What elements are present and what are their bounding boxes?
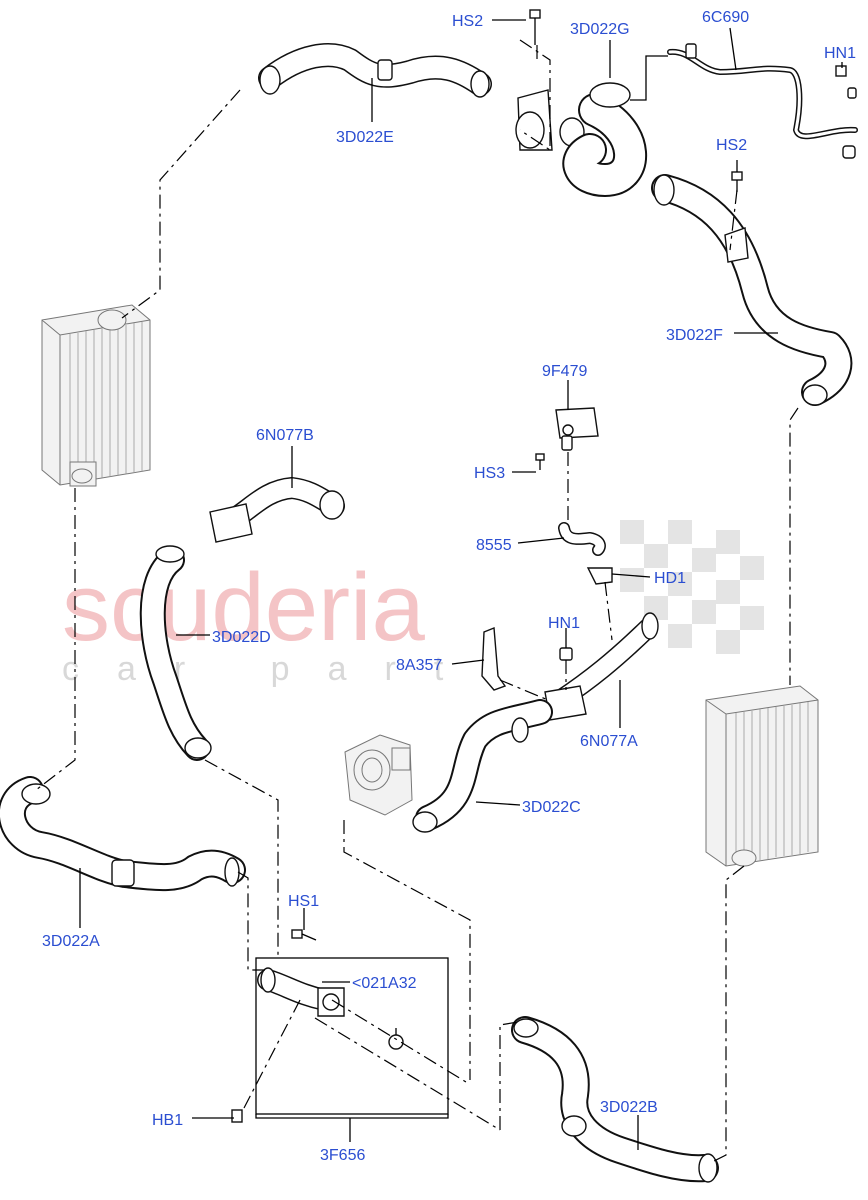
nut-hn1-top xyxy=(835,65,847,77)
watermark-brand: scuderia xyxy=(62,554,425,661)
callout-6n077a: 6N077A xyxy=(580,733,638,750)
callout-3d022c: 3D022C xyxy=(522,799,581,816)
group-box-3f656 xyxy=(255,957,449,1142)
bolt-hs2-right xyxy=(731,171,743,192)
sensor-9f479 xyxy=(555,407,599,451)
leader-lines xyxy=(79,19,843,1150)
connection-lines xyxy=(35,39,799,1163)
callout-8a357: 8A357 xyxy=(396,657,442,674)
callout-hd1: HD1 xyxy=(654,570,686,587)
intercooler-left xyxy=(41,304,151,487)
bolt-hb1 xyxy=(231,1109,243,1123)
callout-hn1-top: HN1 xyxy=(824,45,856,62)
bolt-hs3 xyxy=(535,453,545,470)
callout-3d022e: 3D022E xyxy=(336,129,394,146)
callout-hs3: HS3 xyxy=(474,465,505,482)
watermark-tagline: car parts xyxy=(62,650,536,688)
bolt-hs2-top xyxy=(529,9,541,45)
bracket-8a357 xyxy=(481,626,507,691)
callout-labels: HS2 3D022G 6C690 HN1 3D022E HS2 3D022F 9… xyxy=(42,9,856,1164)
callout-6n077b: 6N077B xyxy=(256,427,314,444)
clip-021a32 xyxy=(388,1034,404,1050)
callout-3d022b: 3D022B xyxy=(600,1099,658,1116)
callout-hs1: HS1 xyxy=(288,893,319,910)
watermark: scuderia car parts xyxy=(62,520,764,688)
clip-hd1 xyxy=(586,567,613,585)
callout-hn1-mid: HN1 xyxy=(548,615,580,632)
hose-3d022c xyxy=(412,699,553,833)
hose-3d022d xyxy=(139,545,212,761)
pipe-6c690 xyxy=(630,43,858,159)
hose-3f656 xyxy=(257,967,345,1017)
intercooler-right xyxy=(705,685,819,867)
callout-3d022f: 3D022F xyxy=(666,327,723,344)
resonator-assembly xyxy=(515,82,647,197)
callout-021a32: <021A32 xyxy=(352,975,417,992)
hose-3d022b xyxy=(511,1016,719,1183)
callout-hs2-top: HS2 xyxy=(452,13,483,30)
hose-8555 xyxy=(558,522,606,556)
hose-3d022a xyxy=(0,776,246,892)
callout-8555: 8555 xyxy=(476,537,512,554)
hose-3d022e xyxy=(258,43,492,98)
callout-9f479: 9F479 xyxy=(542,363,587,380)
bolt-hs1 xyxy=(291,929,317,941)
callout-3d022a: 3D022A xyxy=(42,933,100,950)
callout-hb1: HB1 xyxy=(152,1112,183,1129)
hose-3d022f xyxy=(651,174,853,406)
nut-hn1-mid xyxy=(559,647,573,661)
callout-6c690: 6C690 xyxy=(702,9,749,26)
callout-hs2-right: HS2 xyxy=(716,137,747,154)
callout-3f656: 3F656 xyxy=(320,1147,365,1164)
throttle-body xyxy=(344,734,413,816)
callout-3d022d: 3D022D xyxy=(212,629,271,646)
hose-6n077a xyxy=(544,612,659,721)
hose-6n077b xyxy=(209,477,345,543)
checker-flag xyxy=(620,520,764,654)
callout-3d022g: 3D022G xyxy=(570,21,630,38)
